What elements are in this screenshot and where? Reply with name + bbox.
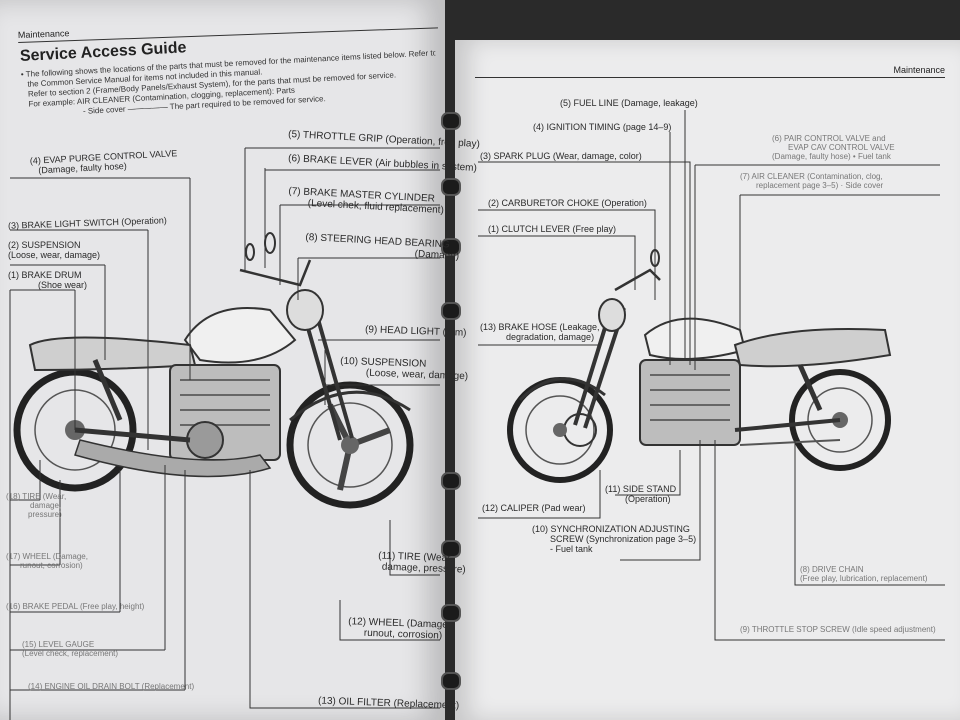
binder-ring: [441, 540, 461, 558]
right-header-text: Maintenance: [893, 65, 945, 75]
label-line: (4) IGNITION TIMING (page 14–9): [533, 122, 672, 132]
label-line: (3) SPARK PLUG (Wear, damage, color): [480, 151, 642, 161]
label-side-stand: (11) SIDE STAND (Operation): [605, 484, 676, 504]
label-line: (1) CLUTCH LEVER (Free play): [488, 224, 617, 234]
label-throttle-stop-screw: (9) THROTTLE STOP SCREW (Idle speed adju…: [740, 625, 936, 634]
left-leader-lines: [9, 147, 440, 720]
label-line: EVAP CAV CONTROL VALVE: [788, 143, 895, 152]
label-oil-drain-bolt: (14) ENGINE OIL DRAIN BOLT (Replacement): [28, 682, 194, 691]
label-line: (Level check, replacement): [22, 649, 119, 658]
label-line: (Loose, wear, damage): [8, 250, 101, 260]
label-line: damage,: [30, 501, 62, 510]
label-rear-wheel: (17) WHEEL (Damage, runout, corrosion): [6, 552, 88, 570]
label-rear-tire: (18) TIRE (Wear, damage, pressure): [6, 492, 66, 519]
label-line: replacement page 3–5) · Side cover: [756, 181, 884, 190]
label-line: (Shoe wear): [38, 280, 88, 290]
label-line: (12) CALIPER (Pad wear): [482, 503, 586, 513]
label-line: (11) SIDE STAND: [605, 484, 677, 494]
label-line: (5) FUEL LINE (Damage, leakage): [560, 98, 698, 108]
label-line: (13) BRAKE HOSE (Leakage,: [480, 322, 600, 332]
label-line: (2) SUSPENSION: [8, 240, 81, 250]
label-rear-suspension: (2) SUSPENSION (Loose, wear, damage): [8, 240, 100, 260]
label-fuel-line: (5) FUEL LINE (Damage, leakage): [560, 98, 698, 108]
label-pair-control-valve: (6) PAIR CONTROL VALVE and EVAP CAV CONT…: [772, 134, 895, 161]
label-carburetor-choke: (2) CARBURETOR CHOKE (Operation): [488, 198, 647, 208]
label-line: (14) ENGINE OIL DRAIN BOLT (Replacement): [28, 682, 195, 691]
label-line: runout, corrosion): [20, 561, 83, 570]
binder-ring: [441, 604, 461, 622]
label-line: (8) DRIVE CHAIN: [800, 565, 864, 574]
binder-ring: [441, 238, 461, 256]
right-leader-lines: [478, 110, 945, 641]
label-clutch-lever: (1) CLUTCH LEVER (Free play): [488, 224, 616, 234]
label-front-tire: (11) TIRE (Wear, damage, pressure): [378, 550, 467, 575]
label-spark-plug: (3) SPARK PLUG (Wear, damage, color): [480, 151, 642, 161]
label-caliper: (12) CALIPER (Pad wear): [482, 503, 586, 513]
label-brake-drum: (1) BRAKE DRUM (Shoe wear): [8, 270, 87, 290]
label-line: (6) PAIR CONTROL VALVE and: [772, 134, 886, 143]
label-line: (1) BRAKE DRUM: [8, 270, 82, 280]
label-line: (15) LEVEL GAUGE: [22, 640, 95, 649]
label-line: (17) WHEEL (Damage,: [6, 552, 88, 561]
label-line: (Damage, faulty hose) • Fuel tank: [772, 152, 891, 161]
binder-ring: [441, 472, 461, 490]
label-line: (18) TIRE (Wear,: [6, 492, 67, 501]
label-drive-chain: (8) DRIVE CHAIN (Free play, lubrication,…: [800, 565, 927, 583]
binder-ring: [441, 112, 461, 130]
label-line: (2) CARBURETOR CHOKE (Operation): [488, 198, 647, 208]
label-synchronization-screw: (10) SYNCHRONIZATION ADJUSTING SCREW (Sy…: [532, 524, 696, 554]
right-header: Maintenance: [475, 65, 945, 78]
label-line: (16) BRAKE PEDAL (Free play, height): [6, 602, 145, 611]
label-level-gauge: (15) LEVEL GAUGE (Level check, replaceme…: [22, 640, 118, 658]
label-line: (Operation): [625, 494, 671, 504]
label-line: (10) SYNCHRONIZATION ADJUSTING: [532, 524, 690, 534]
label-front-wheel: (12) WHEEL (Damage, runout, corrosion): [348, 616, 451, 642]
label-air-cleaner: (7) AIR CLEANER (Contamination, clog, re…: [740, 172, 883, 190]
left-motorcycle-illustration: [13, 232, 414, 509]
label-line: - Fuel tank: [550, 544, 593, 554]
label-front-suspension: (10) SUSPENSION (Loose, wear, damage): [340, 356, 469, 382]
label-line: (7) AIR CLEANER (Contamination, clog,: [740, 172, 883, 181]
label-line: pressure): [28, 510, 62, 519]
binder-ring: [441, 672, 461, 690]
label-line: (9) THROTTLE STOP SCREW (Idle speed adju…: [740, 625, 936, 634]
label-line: (Free play, lubrication, replacement): [800, 574, 928, 583]
binder-ring: [441, 302, 461, 320]
binder-ring: [441, 178, 461, 196]
label-ignition-timing: (4) IGNITION TIMING (page 14–9): [533, 122, 671, 132]
label-line: SCREW (Synchronization page 3–5): [550, 534, 697, 544]
label-line: degradation, damage): [506, 332, 595, 342]
label-brake-hose: (13) BRAKE HOSE (Leakage, degradation, d…: [480, 322, 600, 342]
label-brake-pedal: (16) BRAKE PEDAL (Free play, height): [6, 602, 144, 611]
